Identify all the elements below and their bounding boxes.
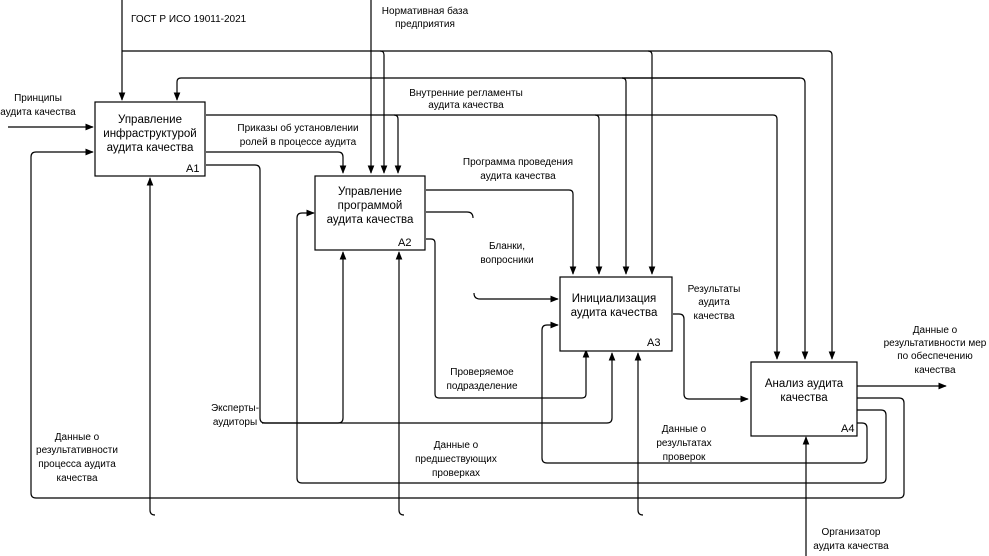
svg-text:Данные о: Данные о <box>662 424 707 435</box>
svg-text:аудита качества: аудита качества <box>0 107 76 118</box>
label-organizer: Организатор аудита качества <box>813 527 889 552</box>
label-forms: Бланки, вопросники <box>480 241 533 266</box>
svg-text:Внутренние регламенты: Внутренние регламенты <box>409 88 523 99</box>
box-a1[interactable]: Управление инфраструктурой аудита качест… <box>94 101 206 177</box>
svg-text:подразделение: подразделение <box>446 381 518 392</box>
label-results: Результаты аудита качества <box>688 284 741 322</box>
box-a1-line-3: аудита качества <box>107 142 194 154</box>
label-output-data: Данные о результативности мер по обеспеч… <box>884 325 987 376</box>
svg-text:проверках: проверках <box>432 468 480 479</box>
label-check-results: Данные о результатах проверок <box>656 424 711 463</box>
label-orders: Приказы об установлении ролей в процессе… <box>237 122 358 148</box>
arrow-mech-a2 <box>395 251 405 516</box>
box-a3-line-2: аудита качества <box>571 307 658 319</box>
label-gost: ГОСТ Р ИСО 19011-2021 <box>131 14 247 25</box>
svg-text:Данные о: Данные о <box>55 432 100 443</box>
arrow-gost-to-a4 <box>648 50 836 360</box>
svg-text:качества: качества <box>56 473 97 484</box>
label-effectiveness: Данные о результативности процесса аудит… <box>36 432 118 484</box>
svg-text:Бланки,: Бланки, <box>489 241 525 252</box>
box-a2-number: A2 <box>398 237 411 249</box>
arrow-mech-a1 <box>146 177 156 516</box>
svg-text:Эксперты-: Эксперты- <box>211 403 259 414</box>
label-previous-checks: Данные о предшествующих проверках <box>415 440 497 479</box>
box-a4[interactable]: Анализ аудита качества A4 <box>750 361 858 437</box>
box-a1-number: A1 <box>186 163 199 175</box>
box-a3-number: A3 <box>647 337 660 349</box>
svg-text:ГОСТ Р ИСО 19011-2021: ГОСТ Р ИСО 19011-2021 <box>131 14 247 25</box>
box-a4-number: A4 <box>841 423 854 435</box>
svg-text:аудита: аудита <box>698 297 730 308</box>
svg-text:Результаты: Результаты <box>688 284 741 295</box>
svg-text:Организатор: Организатор <box>822 527 881 538</box>
box-a2[interactable]: Управление программой аудита качества A2 <box>314 175 426 251</box>
arrow-effectiveness <box>30 148 905 499</box>
arrow-a1-output-a2 <box>393 114 402 174</box>
box-a3-line-1: Инициализация <box>572 293 657 305</box>
svg-text:результативности: результативности <box>36 445 118 456</box>
box-a2-line-1: Управление <box>338 186 402 198</box>
svg-text:результатах: результатах <box>656 438 711 449</box>
arrow-a1-output-a3 <box>594 114 603 275</box>
arrow-audited-unit <box>426 238 590 399</box>
svg-text:процесса аудита: процесса аудита <box>38 459 116 470</box>
svg-text:аудиторы: аудиторы <box>213 417 257 428</box>
svg-text:аудита качества: аудита качества <box>813 541 889 552</box>
svg-text:по обеспечению: по обеспечению <box>897 350 973 362</box>
label-internal-regs: Внутренние регламенты аудита качества <box>409 88 523 111</box>
arrow-experts <box>262 251 347 424</box>
box-a1-line-2: инфраструктурой <box>103 128 196 140</box>
svg-text:Принципы: Принципы <box>14 93 62 104</box>
box-a2-line-2: программой <box>338 200 403 212</box>
svg-text:Данные о: Данные о <box>434 440 479 451</box>
arrow-program <box>426 189 577 275</box>
box-a4-line-1: Анализ аудита <box>765 378 844 390</box>
label-experts: Эксперты- аудиторы <box>211 403 259 428</box>
box-a1-line-1: Управление <box>118 114 182 126</box>
svg-text:результативности мер: результативности мер <box>884 338 987 349</box>
arrow-check-results <box>541 321 868 464</box>
svg-text:Проверяемое: Проверяемое <box>450 367 514 378</box>
svg-text:вопросники: вопросники <box>480 255 533 266</box>
svg-text:проверок: проверок <box>663 452 706 463</box>
label-audited-unit: Проверяемое подразделение <box>446 367 518 392</box>
svg-text:качества: качества <box>693 311 734 322</box>
arrow-forms-out <box>426 211 474 219</box>
svg-text:Нормативная база: Нормативная база <box>382 5 469 17</box>
svg-text:ролей в процессе аудита: ролей в процессе аудита <box>240 137 357 148</box>
label-normbase: Нормативная база предприятия <box>382 5 469 30</box>
arrow-mech-a3 <box>634 352 644 516</box>
arrow-internal-regs-a3 <box>621 77 630 275</box>
svg-text:предприятия: предприятия <box>395 19 455 30</box>
arrow-normbase-branch-a2b <box>379 50 388 174</box>
svg-text:Приказы об установлении: Приказы об установлении <box>237 122 358 134</box>
box-a4-line-2: качества <box>780 392 828 404</box>
box-a3[interactable]: Инициализация аудита качества A3 <box>559 276 673 352</box>
svg-text:качества: качества <box>914 365 955 376</box>
box-a2-line-3: аудита качества <box>327 214 414 226</box>
svg-text:Программа проведения: Программа проведения <box>463 157 573 168</box>
arrow-a1-output-regs <box>206 114 781 360</box>
svg-text:аудита качества: аудита качества <box>428 100 504 111</box>
arrow-internal-regs-a4 <box>622 77 809 360</box>
arrow-a1-down <box>206 164 616 424</box>
arrow-forms-in <box>473 292 559 303</box>
label-program: Программа проведения аудита качества <box>463 157 573 182</box>
arrow-results <box>673 313 749 403</box>
label-principles: Принципы аудита качества <box>0 93 76 118</box>
svg-text:предшествующих: предшествующих <box>415 454 497 465</box>
arrow-previous-checks <box>296 209 887 484</box>
svg-text:аудита качества: аудита качества <box>480 171 556 182</box>
arrow-orders <box>206 151 347 174</box>
svg-text:Данные о: Данные о <box>913 325 958 336</box>
